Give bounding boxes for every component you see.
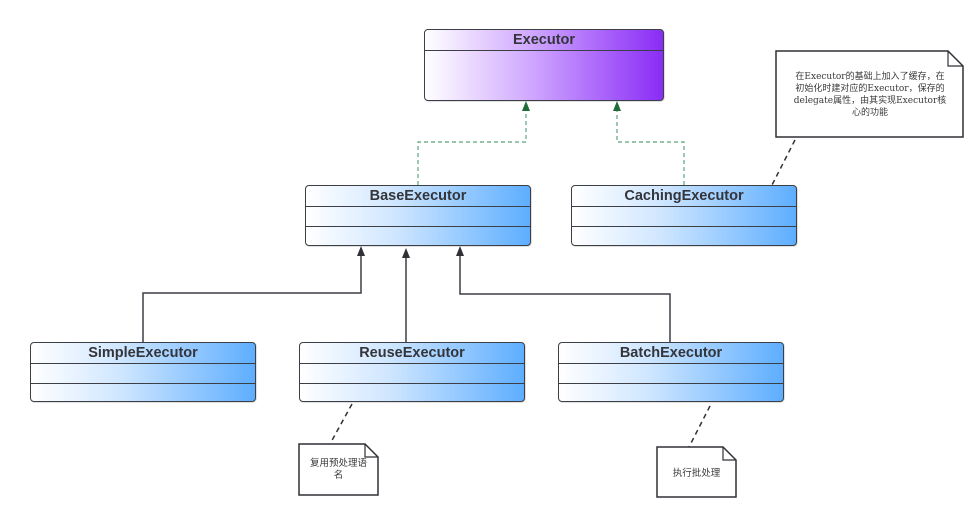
- class-name: BatchExecutor: [559, 343, 783, 364]
- class-operations: [572, 227, 796, 243]
- class-simple-executor[interactable]: SimpleExecutor: [30, 342, 256, 402]
- note-line: 初始化时建对应的Executor，保存的: [795, 84, 945, 94]
- realization-arrowhead: [613, 101, 621, 111]
- class-attributes: [300, 364, 524, 384]
- class-name: SimpleExecutor: [31, 343, 255, 364]
- class-attributes: [31, 364, 255, 384]
- folded-corner-icon: [947, 51, 963, 67]
- note-caching[interactable]: [775, 50, 964, 138]
- class-operations: [31, 384, 255, 400]
- note-line: 心的功能: [851, 108, 888, 118]
- note-line: delegate属性，由其实现Executor核: [793, 96, 947, 106]
- generalization-simple-to-base: [142, 246, 365, 342]
- class-operations: [306, 227, 530, 243]
- note-anchor-batch: [688, 405, 711, 448]
- note-batch-text: 执行批处理: [659, 468, 734, 480]
- note-line: 复用预处理语: [309, 458, 367, 469]
- realization-arrowhead: [522, 101, 530, 111]
- generalization-batch-to-base: [456, 246, 671, 342]
- generalization-arrowhead: [357, 246, 365, 256]
- note-caching-text: 在Executor的基础上加入了缓存，在 初始化时建对应的Executor，保存…: [780, 71, 960, 119]
- class-base-executor[interactable]: BaseExecutor: [305, 185, 531, 246]
- class-attributes: [306, 207, 530, 227]
- generalization-arrowhead: [456, 246, 464, 256]
- class-caching-executor[interactable]: CachingExecutor: [571, 185, 797, 246]
- class-operations: [559, 384, 783, 400]
- class-name: Executor: [425, 30, 663, 51]
- note-line: 在Executor的基础上加入了缓存，在: [795, 72, 945, 82]
- class-attributes: [572, 207, 796, 227]
- class-name: BaseExecutor: [306, 186, 530, 207]
- realization-caching-to-executor: [613, 101, 685, 185]
- note-line: 名: [333, 470, 344, 481]
- note-anchor-caching: [771, 139, 796, 186]
- note-line: 执行批处理: [672, 468, 721, 479]
- generalization-arrowhead: [402, 248, 410, 258]
- note-anchor-reuse: [329, 403, 353, 445]
- note-reuse-text: 复用预处理语 名: [301, 458, 376, 482]
- class-reuse-executor[interactable]: ReuseExecutor: [299, 342, 525, 402]
- note-reuse[interactable]: [298, 443, 379, 496]
- note-batch[interactable]: [656, 446, 737, 498]
- folded-corner-icon: [722, 447, 736, 461]
- class-operations: [300, 384, 524, 400]
- class-body: [425, 51, 663, 98]
- class-name: CachingExecutor: [572, 186, 796, 207]
- generalization-reuse-to-base: [402, 248, 410, 342]
- class-attributes: [559, 364, 783, 384]
- realization-base-to-executor: [417, 101, 530, 185]
- class-executor[interactable]: Executor: [424, 29, 664, 101]
- folded-corner-icon: [364, 444, 378, 458]
- class-name: ReuseExecutor: [300, 343, 524, 364]
- class-batch-executor[interactable]: BatchExecutor: [558, 342, 784, 402]
